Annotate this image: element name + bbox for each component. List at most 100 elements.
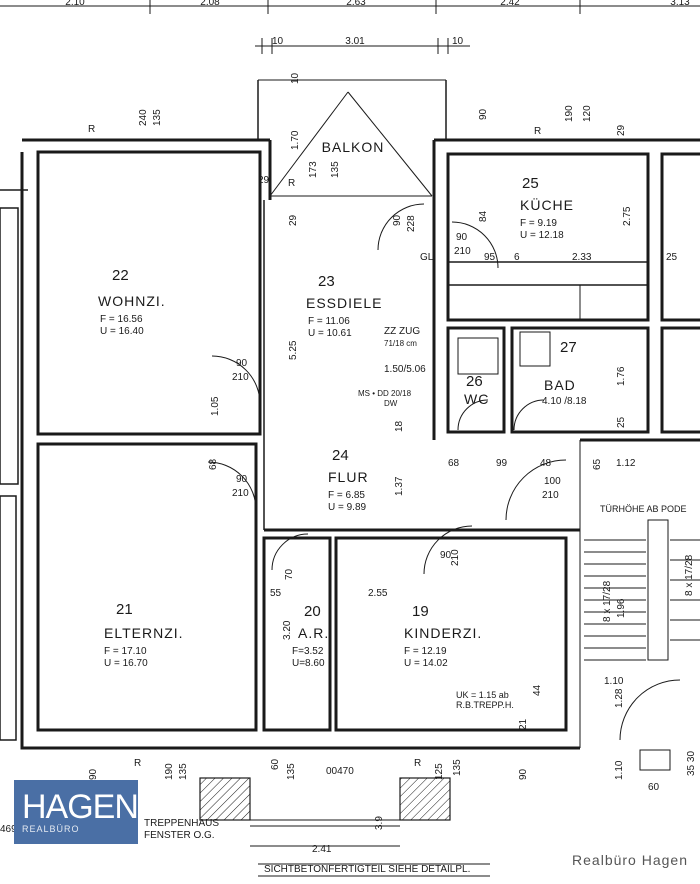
note-code: 00470	[326, 766, 354, 777]
top-dim-2: 2.08	[200, 0, 220, 8]
dim-44: 44	[532, 684, 543, 696]
room-name: ESSDIELE	[306, 295, 382, 311]
dim-6: 6	[514, 252, 520, 263]
dim-90-ess: 90	[392, 214, 403, 226]
dim-90-br: 90	[518, 768, 529, 780]
balcony-wall: 29	[258, 175, 270, 186]
room-26: 26 WC	[464, 373, 489, 407]
dim-68: 68	[208, 458, 219, 470]
dim-110b: 1.10	[614, 760, 625, 780]
dim-241: 2.41	[312, 844, 332, 855]
dim-68b: 68	[448, 458, 460, 469]
dim-90-kue: 90	[456, 232, 468, 243]
room-perimeter: U = 14.02	[404, 658, 448, 669]
room-name: KINDERZI.	[404, 625, 482, 641]
dim-240: 240	[138, 109, 149, 126]
room-area: F=3.52	[292, 646, 324, 657]
stair-treads	[584, 539, 700, 661]
dim-190-bottom: 190	[164, 763, 175, 780]
dim-210-wohn: 210	[232, 372, 249, 383]
room-number: 25	[522, 175, 539, 192]
note-left-num: 469	[0, 824, 17, 835]
room-24: 24 FLUR F = 6.85 U = 9.89	[328, 447, 368, 513]
bottom-detail: 2.41	[199, 777, 490, 877]
room-area: F = 9.19	[520, 218, 557, 229]
room-number: 24	[332, 447, 349, 464]
dim-48: 48	[540, 458, 552, 469]
note-dw: DW	[384, 399, 398, 408]
credit-text: Realbüro Hagen	[572, 852, 688, 868]
note-height: 1.50/5.06	[384, 364, 426, 375]
dim-135c: 135	[286, 763, 297, 780]
room-number: 22	[112, 267, 129, 284]
dim-320: 3.20	[282, 620, 293, 640]
dim-r4: R	[414, 758, 421, 769]
room-name: BAD	[544, 377, 576, 393]
balcony-dim-h2: 135	[330, 161, 341, 178]
balcony: BALKON 173 135 R 29 10 1.70	[257, 72, 447, 197]
dim-525: 5.25	[288, 340, 299, 360]
dim-60: 60	[648, 782, 660, 793]
balcony-dim-right: 10	[452, 36, 464, 47]
room-name: A.R.	[298, 625, 329, 641]
dim-210-kinder: 210	[450, 549, 461, 566]
balcony-dim-h1: 173	[308, 161, 319, 178]
note-uk: UK = 1.15 ab	[456, 690, 509, 700]
walls	[0, 138, 700, 771]
room-21: 21 ELTERNZI. F = 17.10 U = 16.70	[104, 601, 184, 669]
note-gl: GL	[420, 252, 434, 263]
room-name: ELTERNZI.	[104, 625, 184, 641]
dim-190: 190	[564, 105, 575, 122]
room-perimeter: U = 16.40	[100, 326, 144, 337]
dim-135-bottom: 135	[178, 763, 189, 780]
room-perimeter: U=8.60	[292, 658, 325, 669]
dim-90: 90	[478, 108, 489, 120]
note-door-height: TÜRHÖHE AB PODE	[600, 504, 687, 514]
dim-70: 70	[284, 568, 295, 580]
dim-90-eltern: 90	[236, 474, 248, 485]
dim-90-kinder: 90	[440, 550, 452, 561]
room-19: 19 KINDERZI. F = 12.19 U = 14.02	[404, 603, 482, 669]
room-area: 4.10 /8.18	[542, 396, 587, 407]
top-dim-1: 2.10	[65, 0, 85, 8]
room-23: 23 ESSDIELE F = 11.06 U = 10.61	[306, 273, 382, 339]
plan-notes: ZZ ZUG 71/18 cm 1.50/5.06 MS • DD 20/18 …	[0, 252, 687, 875]
note-fenster: FENSTER O.G.	[144, 830, 215, 841]
dim-817: 8 x 17/28	[602, 580, 613, 622]
dim-196: 1.96	[616, 598, 627, 618]
dim-135d: 135	[452, 759, 463, 776]
room-25: 25 KÜCHE F = 9.19 U = 12.18	[520, 175, 573, 241]
balcony-dim-left: 10	[272, 36, 284, 47]
note-zzzug-sub: 71/18 cm	[384, 339, 417, 348]
dim-137: 1.37	[394, 476, 405, 496]
dim-112: 1.12	[616, 458, 636, 469]
room-20: 20 A.R. F=3.52 U=8.60	[292, 603, 329, 669]
top-dim-5: 3.13	[670, 0, 690, 8]
dimension-labels: 240 135 R 90 190 120 R 29 5.25 29 1.05 9…	[88, 105, 697, 830]
dim-90-bottom: 90	[88, 768, 99, 780]
balcony-dim-depth-top: 10	[290, 72, 301, 84]
dim-r2: R	[534, 126, 541, 137]
dim-100: 100	[544, 476, 561, 487]
room-area: F = 11.06	[308, 316, 350, 327]
room-perimeter: U = 10.61	[308, 328, 352, 339]
room-perimeter: U = 9.89	[328, 502, 367, 513]
room-area: F = 6.85	[328, 490, 365, 501]
hagen-logo: HAGEN REALBÜRO	[14, 780, 139, 844]
balcony-dim-depth: 1.70	[290, 130, 301, 150]
note-zzzug: ZZ ZUG	[384, 326, 420, 337]
room-number: 21	[116, 601, 133, 618]
dim-110: 1.10	[604, 676, 624, 687]
logo-subtitle: REALBÜRO	[22, 824, 80, 834]
dim-18: 18	[394, 420, 405, 432]
dim-176: 1.76	[616, 366, 627, 386]
top-dimension-chain: 2.10 2.08 2.63 2.42 3.13	[0, 0, 700, 14]
dim-255: 2.55	[368, 588, 388, 599]
note-rb: R.B.TREPP.H.	[456, 700, 514, 710]
dim-29a: 29	[616, 124, 627, 136]
note-treppenhaus: TREPPENHAUS	[144, 818, 219, 829]
room-area: F = 17.10	[104, 646, 147, 657]
balcony-r: R	[288, 178, 295, 189]
room-name: WC	[464, 391, 489, 407]
